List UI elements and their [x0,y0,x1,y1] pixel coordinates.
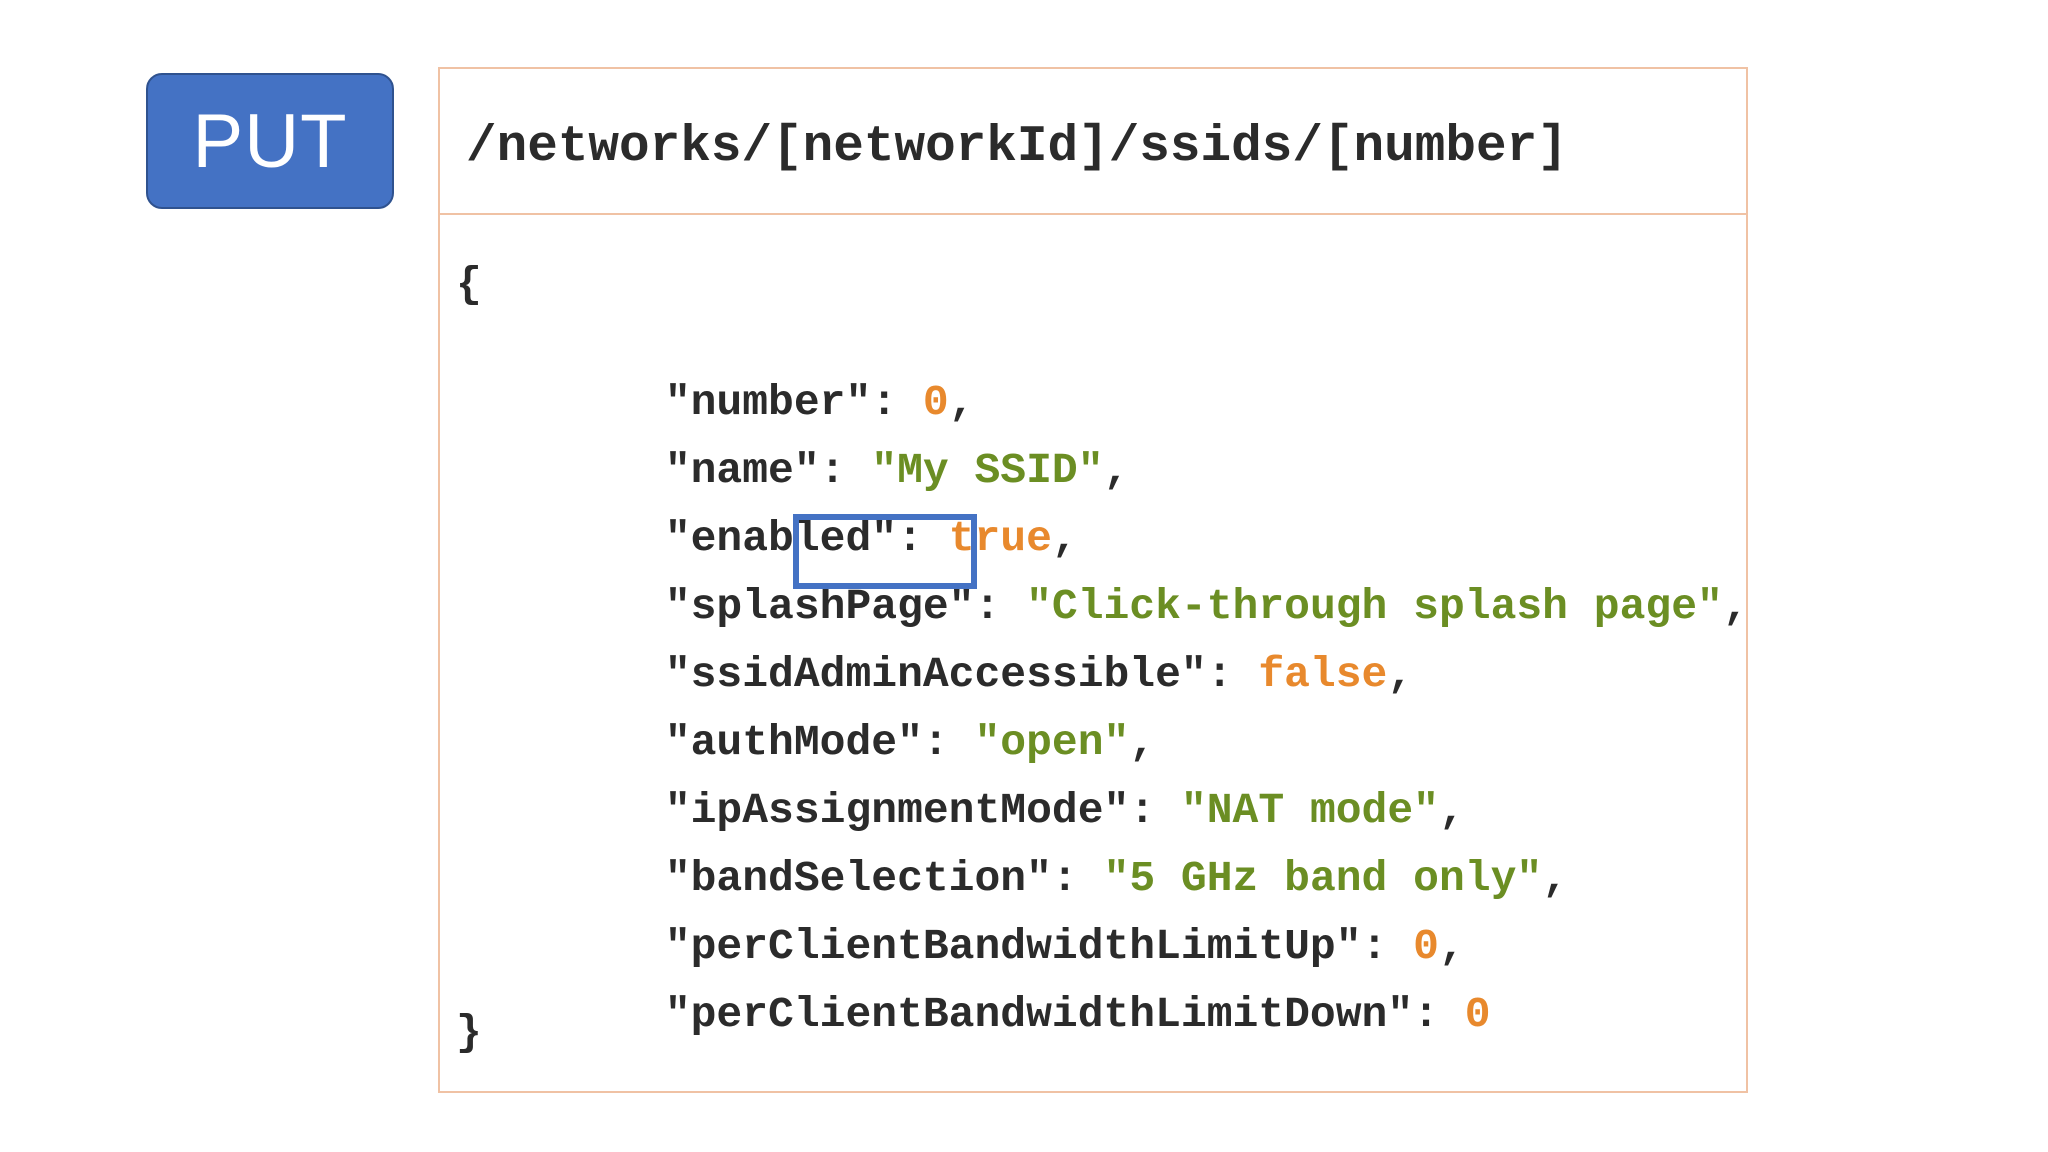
field-sep: : [1413,990,1465,1039]
field-sep: : [819,446,872,495]
close-brace: } [456,1008,482,1057]
json-field-enabled: "enabled": true, [510,464,1078,614]
field-key: "authMode" [664,718,923,767]
field-trail: , [1051,514,1078,563]
field-value: "5 GHz band only" [1103,854,1543,903]
field-trail: , [1438,786,1465,835]
field-key: "enabled" [664,514,898,563]
put-method-badge: PUT [146,73,394,209]
field-value: 0 [1413,922,1439,971]
field-trail: , [1542,854,1568,903]
json-field-perclientbandwidthlimitup: "perClientBandwidthLimitUp": 0, [510,872,1465,1022]
field-value: "My SSID" [871,446,1104,495]
field-trail: , [1103,446,1130,495]
field-key: "perClientBandwidthLimitUp" [664,922,1362,971]
field-key: "bandSelection" [664,854,1052,903]
field-key: "ssidAdminAccessible" [664,650,1207,699]
field-value: "open" [974,718,1130,767]
field-key: "ipAssignmentMode" [664,786,1130,835]
field-sep: : [974,582,1027,631]
json-field-ipassignmentmode: "ipAssignmentMode": "NAT mode", [510,736,1465,886]
field-sep: : [871,378,923,427]
field-value: "NAT mode" [1180,786,1439,835]
method-label: PUT [192,98,348,184]
endpoint-header: /networks/[networkId]/ssids/[number] [440,69,1746,215]
field-trail: , [1387,650,1414,699]
json-field-number: "number": 0, [510,328,975,478]
json-field-authmode: "authMode": "open", [510,668,1155,818]
field-key: "name" [664,446,820,495]
field-sep: : [897,514,949,563]
json-field-splashpage: "splashPage": "Click-through splash page… [510,532,1749,682]
field-key: "perClientBandwidthLimitDown" [664,990,1414,1039]
field-sep: : [1361,922,1414,971]
enabled-value-highlight [793,514,977,589]
field-key: "number" [664,378,872,427]
json-field-perclientbandwidthlimitdown: "perClientBandwidthLimitDown": 0 [510,940,1491,1090]
endpoint-panel: /networks/[networkId]/ssids/[number] { "… [438,67,1749,1093]
field-sep: : [922,718,975,767]
field-value: 0 [1464,990,1491,1039]
field-value: 0 [922,378,949,427]
field-value: true [948,514,1052,563]
json-field-bandselection: "bandSelection": "5 GHz band only", [510,804,1568,954]
open-brace: { [456,260,482,309]
field-key: "splashPage" [664,582,975,631]
field-value: false [1258,650,1388,699]
field-trail: , [1129,718,1156,767]
field-sep: : [1206,650,1259,699]
field-sep: : [1051,854,1104,903]
field-trail: , [1438,922,1465,971]
field-trail: , [948,378,975,427]
field-value: "Click-through splash page" [1026,582,1723,631]
field-sep: : [1129,786,1181,835]
endpoint-path: /networks/[networkId]/ssids/[number] [466,119,1568,176]
json-field-name: "name": "My SSID", [510,396,1130,546]
json-field-ssidadminaccessible: "ssidAdminAccessible": false, [510,600,1413,750]
field-trail: , [1722,582,1749,631]
